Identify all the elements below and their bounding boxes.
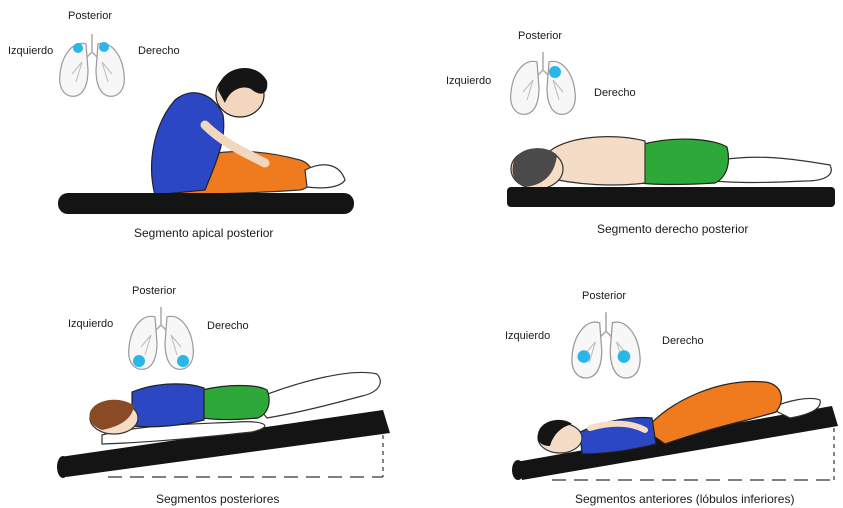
highlight-left-mid bbox=[578, 350, 591, 363]
label-izquierdo: Izquierdo bbox=[68, 318, 113, 330]
label-derecho: Derecho bbox=[594, 87, 636, 99]
highlight-left-apex bbox=[73, 43, 83, 53]
label-posterior: Posterior bbox=[68, 10, 112, 22]
patient-supine-tilted-figure bbox=[520, 370, 840, 460]
caption: Segmentos posteriores bbox=[156, 492, 279, 506]
highlight-right-upper bbox=[549, 66, 561, 78]
caption: Segmento apical posterior bbox=[134, 226, 273, 240]
patient-prone-tilted-figure bbox=[62, 360, 392, 450]
treatment-table bbox=[507, 187, 835, 207]
label-derecho: Derecho bbox=[207, 320, 249, 332]
highlight-right-mid bbox=[618, 350, 631, 363]
lungs-icon bbox=[503, 48, 583, 120]
treatment-table bbox=[58, 193, 354, 214]
label-posterior: Posterior bbox=[518, 30, 562, 42]
label-posterior: Posterior bbox=[132, 285, 176, 297]
caption: Segmentos anteriores (lóbulos inferiores… bbox=[575, 492, 794, 506]
label-izquierdo: Izquierdo bbox=[505, 330, 550, 342]
label-izquierdo: Izquierdo bbox=[446, 75, 491, 87]
label-derecho: Derecho bbox=[662, 335, 704, 347]
highlight-right-apex bbox=[99, 42, 109, 52]
label-izquierdo: Izquierdo bbox=[8, 45, 53, 57]
caption: Segmento derecho posterior bbox=[597, 222, 748, 236]
label-posterior: Posterior bbox=[582, 290, 626, 302]
